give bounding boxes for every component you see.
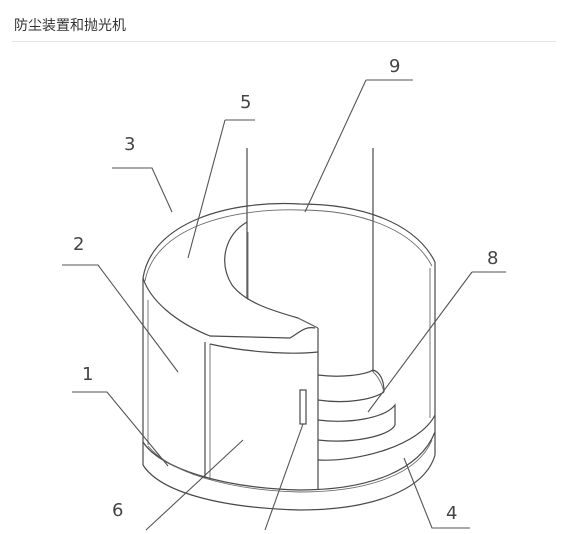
callout-8: 9: [389, 56, 400, 77]
callout-9: 8: [487, 248, 498, 269]
callout-6: 6: [112, 500, 123, 521]
callout-5: 5: [240, 92, 251, 113]
door-panel: [204, 342, 319, 490]
callout-4: 4: [446, 503, 457, 524]
crescent-cover: [142, 221, 319, 352]
callout-labels: 9 5 3 2 8 1 6 4: [73, 56, 498, 524]
housing-top-rim: [142, 202, 436, 282]
page-header: 防尘装置和抛光机: [0, 0, 566, 42]
title-divider: [12, 41, 556, 42]
callout-1: 1: [82, 364, 93, 385]
callout-2: 2: [73, 234, 84, 255]
page-title: 防尘装置和抛光机: [14, 18, 126, 34]
callout-3: 3: [124, 134, 135, 155]
housing-body: [142, 262, 436, 445]
inner-step-rings: [317, 369, 436, 461]
base-rings: [142, 431, 436, 511]
shaft: [246, 148, 374, 372]
leader-lines: [62, 79, 506, 531]
